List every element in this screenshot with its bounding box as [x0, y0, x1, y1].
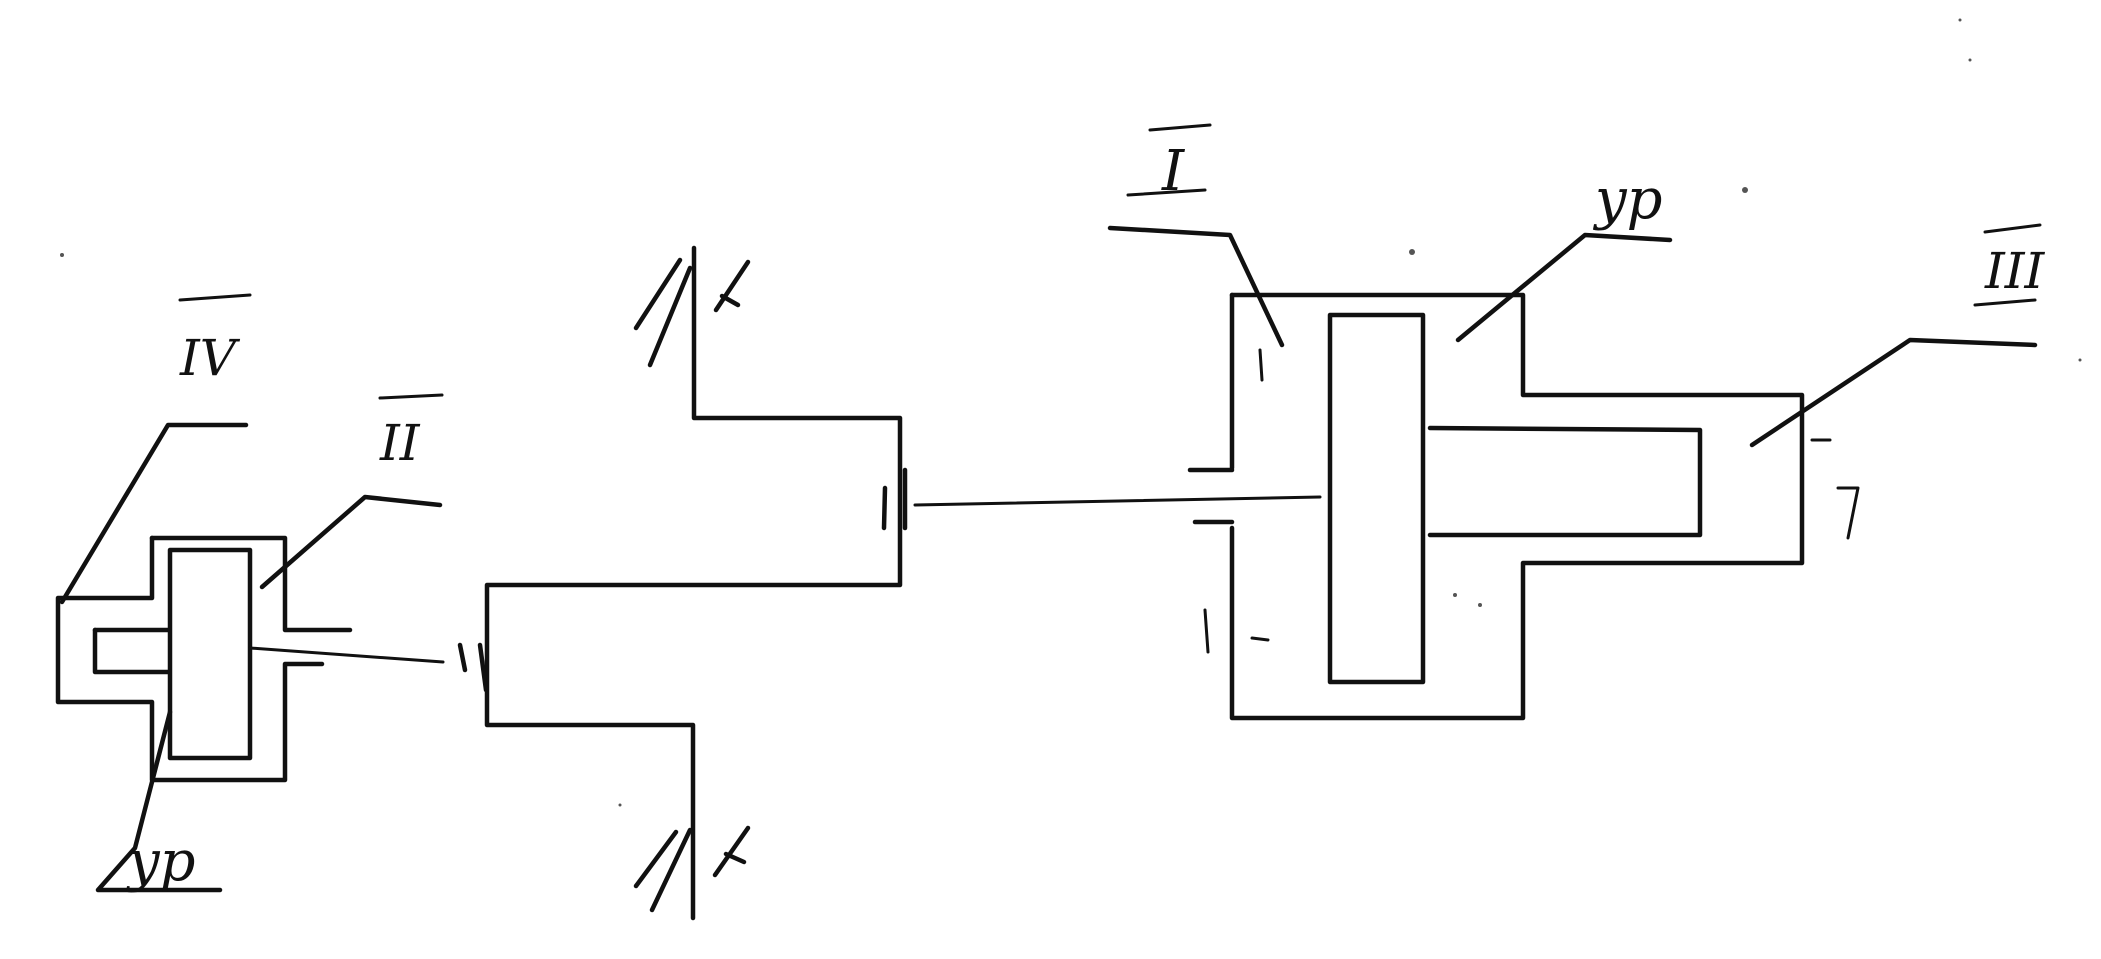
scan-noise	[60, 18, 2082, 807]
right-large-unit	[1107, 225, 2038, 721]
labels: IV II yp I yp III	[125, 123, 2046, 894]
left-small-unit	[55, 422, 445, 893]
label-iii: III	[1984, 242, 2046, 300]
label-ii: II	[379, 414, 421, 472]
label-yp-left: yp	[125, 829, 195, 894]
label-yp-right: yp	[1592, 167, 1662, 232]
label-iv: IV	[179, 329, 241, 387]
label-i: I	[1161, 139, 1186, 204]
middle-crank	[457, 245, 1322, 921]
